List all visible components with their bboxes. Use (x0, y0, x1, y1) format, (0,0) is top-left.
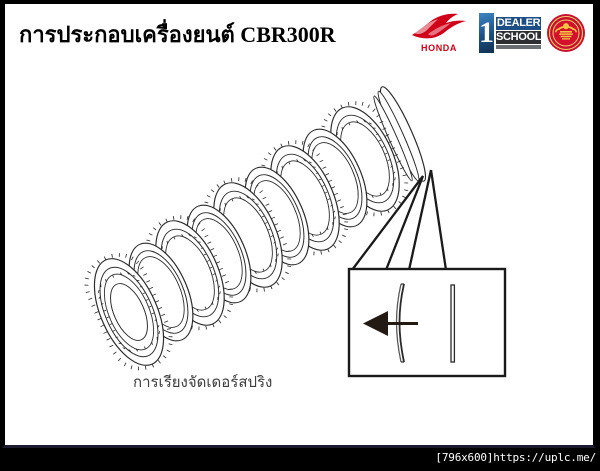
dealer-school-wordmark: DEALER SCHOOL (494, 13, 542, 53)
leader-lines (351, 169, 448, 271)
clutch-plate-front (74, 242, 184, 381)
page-title: การประกอบเครื่องยนต์ CBR300R (19, 22, 336, 47)
dealer-school-line1: DEALER (496, 17, 542, 30)
dealer-school-underbar (496, 45, 542, 49)
plate-stack (74, 86, 427, 381)
institute-seal-logo (546, 13, 586, 53)
dealer-school-line2: SCHOOL (496, 31, 542, 44)
honda-wordmark: HONDA (421, 43, 457, 53)
spring-orientation-detail (347, 267, 507, 378)
dealer-school-logo: 1 DEALER SCHOOL (479, 13, 542, 53)
honda-logo: HONDA (408, 12, 470, 54)
slide-header: การประกอบเครื่องยนต์ CBR300R HONDA (5, 4, 593, 60)
flat-plate (450, 284, 456, 363)
footer-bar: [796x600]https://uplc.me/ (0, 448, 600, 471)
direction-arrow-icon (363, 311, 418, 336)
clutch-diagram-svg (74, 86, 507, 381)
seal-icon (547, 14, 585, 52)
logo-row: HONDA 1 DEALER SCHOOL (408, 12, 586, 54)
illustration-caption: การเรียงจัดเดอร์สปริง (133, 375, 273, 391)
footer-caption: [796x600]https://uplc.me/ (435, 451, 596, 464)
honda-wing-icon (408, 13, 470, 39)
dealer-school-numeral: 1 (479, 13, 494, 53)
slide-page: การประกอบเครื่องยนต์ CBR300R HONDA (2, 2, 596, 448)
clutch-plate-stack-diagram (5, 56, 593, 396)
